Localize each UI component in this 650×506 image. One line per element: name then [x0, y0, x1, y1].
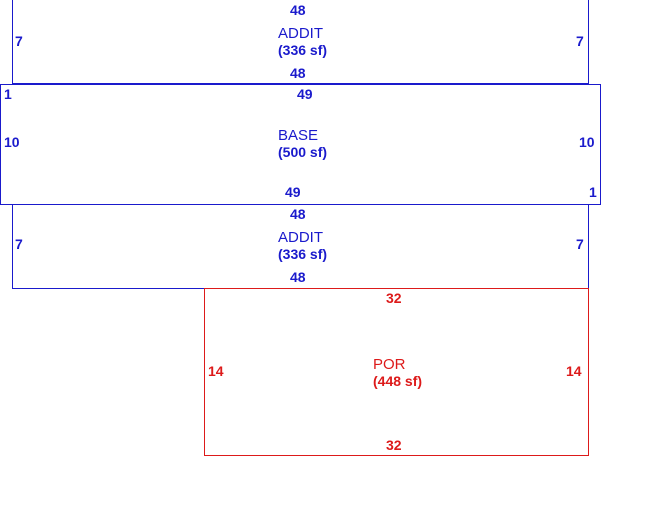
- por-area: (448 sf): [373, 373, 423, 389]
- por-dim-left: 14: [208, 363, 224, 379]
- addit-top-name: ADDIT: [278, 25, 323, 42]
- addit-bottom-dim-right: 7: [576, 236, 584, 252]
- base-dim-left: 10: [4, 134, 20, 150]
- addit-top-dim-left: 7: [15, 33, 23, 49]
- por-dim-bottom: 32: [386, 437, 402, 453]
- base-dim-top-left: 1: [4, 86, 12, 102]
- por-dim-right: 14: [566, 363, 582, 379]
- addit-bottom-area: (336 sf): [278, 246, 328, 262]
- base-dim-bottom-right: 1: [589, 184, 597, 200]
- base-dim-top: 49: [297, 86, 313, 102]
- addit-top-area: (336 sf): [278, 42, 328, 58]
- addit-bottom-dim-top: 48: [290, 206, 306, 222]
- addit-bottom-dim-bottom: 48: [290, 269, 306, 285]
- por-outline: [204, 288, 589, 456]
- addit-top-dim-top: 48: [290, 2, 306, 18]
- addit-top-dim-right: 7: [576, 33, 584, 49]
- base-dim-right: 10: [579, 134, 595, 150]
- base-area: (500 sf): [278, 144, 328, 160]
- por-name: POR: [373, 356, 406, 373]
- addit-top-outline: [12, 0, 589, 84]
- por-dim-top: 32: [386, 290, 402, 306]
- addit-bottom-dim-left: 7: [15, 236, 23, 252]
- base-name: BASE: [278, 127, 319, 144]
- addit-bottom-name: ADDIT: [278, 229, 323, 246]
- addit-top-dim-bottom: 48: [290, 65, 306, 81]
- base-dim-bottom: 49: [285, 184, 301, 200]
